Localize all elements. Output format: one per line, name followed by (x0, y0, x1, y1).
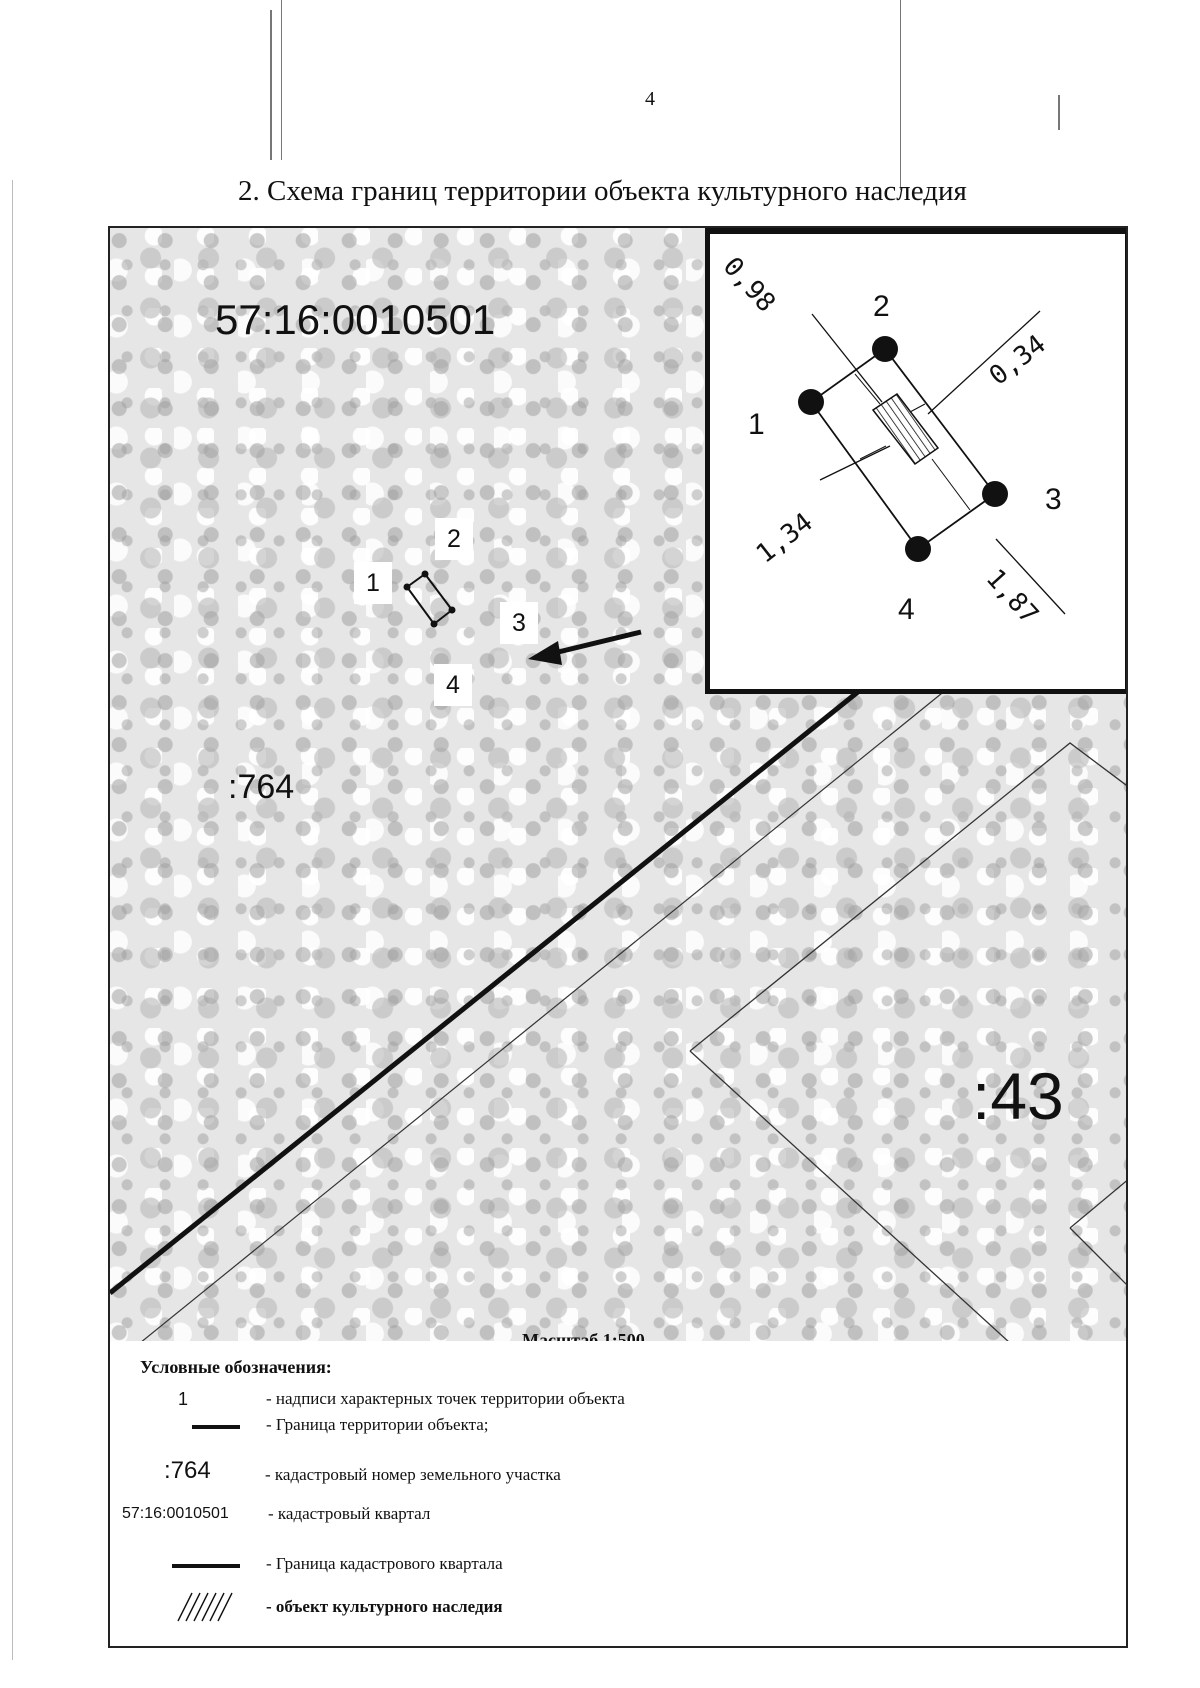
legend-item-text: - кадастровый номер земельного участка (265, 1465, 561, 1484)
boundary-point-marker (448, 606, 456, 614)
boundary-point-marker (421, 570, 429, 578)
inset-pointer-arrowhead (528, 641, 562, 665)
dimension-label: 0,34 (984, 329, 1052, 391)
point-label: 4 (434, 664, 472, 706)
dimension-label: 0,98 (717, 252, 781, 319)
scan-artifact-line (12, 180, 13, 1660)
legend-item-text: - Граница территории объекта; (266, 1415, 489, 1434)
dimension-arrow (931, 458, 971, 511)
parcel-43-boundary (1069, 1180, 1126, 1229)
parcel-43-boundary (1069, 1227, 1126, 1285)
dimension-label: 1,34 (751, 507, 819, 569)
cadastral-map: 57:16:0010501 :764 :43 1 2 3 4 (108, 226, 1128, 1341)
dimension-arrow (854, 373, 881, 405)
legend-item-text: - надписи характерных точек территории о… (266, 1389, 625, 1408)
object-territory (405, 572, 454, 626)
legend-symbol-point-label: 1 (178, 1389, 189, 1409)
boundary-point-marker (403, 583, 411, 591)
inset-point-marker (905, 536, 931, 562)
dimension-label: 1,87 (980, 564, 1044, 631)
parcel-43-boundary (689, 1050, 1009, 1341)
point-label: 3 (500, 602, 538, 644)
dimension-line (995, 538, 1066, 615)
parcel-43-boundary (689, 742, 1126, 1052)
parcel-number-label: :43 (972, 1059, 1064, 1133)
page-number: 4 (645, 88, 655, 110)
dimension-arrow (859, 445, 887, 460)
heritage-object (871, 392, 940, 466)
legend-item-text: - Граница кадастрового квартала (266, 1554, 503, 1573)
inset-point-marker (982, 481, 1008, 507)
scan-artifact-line (281, 0, 282, 160)
point-label: 1 (354, 562, 392, 604)
map-legend: Условные обозначения: 1 - надписи характ… (108, 1341, 1128, 1648)
quarter-number-label: 57:16:0010501 (215, 296, 496, 343)
boundary-point-marker (430, 620, 438, 628)
inset-pointer-arrow (549, 629, 642, 657)
dimension-line (927, 310, 1041, 415)
dimension-line (811, 313, 883, 403)
inset-detail: 1 2 3 4 0,98 0,34 1,34 1,87 (705, 228, 1126, 694)
parcel-number-label: :764 (228, 768, 295, 806)
scan-artifact-line (900, 0, 901, 190)
legend-symbol-object-boundary (192, 1425, 240, 1429)
legend-symbol-quarter-boundary (172, 1564, 240, 1568)
legend-item-text: - кадастровый квартал (268, 1504, 431, 1523)
inset-point-marker (798, 389, 824, 415)
road-edge-line (141, 637, 1011, 1341)
inset-point-label: 3 (1045, 483, 1062, 516)
legend-symbol-parcel: :764 (164, 1457, 211, 1484)
inset-point-label: 1 (748, 408, 765, 441)
legend-symbol-heritage-hatch (177, 1592, 233, 1622)
inset-point-label: 4 (898, 593, 915, 626)
map-lines (110, 570, 1126, 1341)
page-title: 2. Схема границ территории объекта культ… (238, 175, 967, 207)
map-scale: Масштаб 1:500 (522, 1330, 645, 1341)
legend-title: Условные обозначения: (140, 1357, 332, 1377)
legend-symbol-quarter: 57:16:0010501 (122, 1505, 229, 1522)
scan-artifact-line (270, 10, 272, 160)
dimension-arrow (909, 403, 926, 413)
quarter-boundary-line (110, 636, 927, 1295)
legend-item-text: - объект культурного наследия (266, 1597, 503, 1616)
inset-point-marker (872, 336, 898, 362)
scan-artifact-line (1058, 95, 1060, 130)
point-label: 2 (435, 518, 473, 560)
inset-point-label: 2 (873, 290, 890, 323)
